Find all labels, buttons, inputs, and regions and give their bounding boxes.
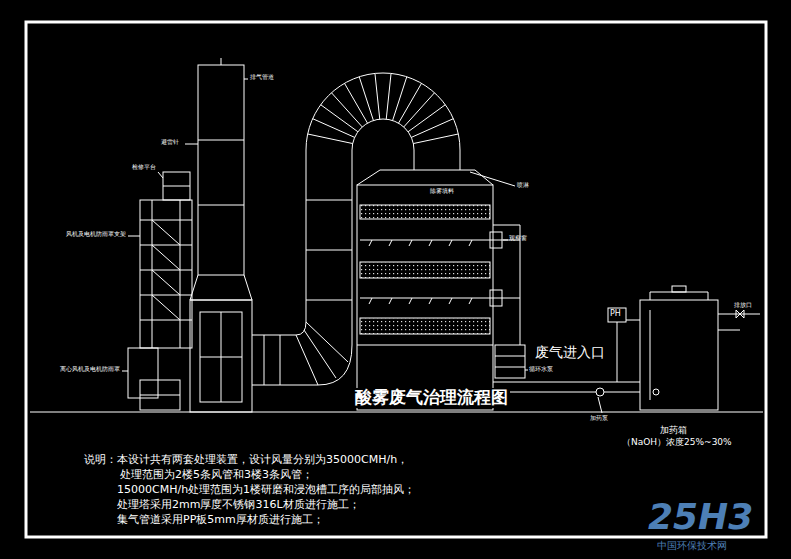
note-line: 15000CMH/h处理范围为1楼研磨和浸泡槽工序的局部抽风； xyxy=(117,484,415,497)
part-label: 离心风机及电机防雨罩 xyxy=(60,366,120,373)
duct-segment xyxy=(393,77,407,121)
part-label: 观察窗 xyxy=(509,235,527,242)
duct-segment xyxy=(359,77,373,121)
part-label: 排气管道 xyxy=(250,74,274,81)
duct-segment xyxy=(331,93,362,127)
watermark: 中国环保技术网 xyxy=(655,540,729,552)
duct-segment xyxy=(404,93,435,127)
part-label: 排放口 xyxy=(734,302,752,309)
diagram-title: 酸雾废气治理流程图 xyxy=(353,388,510,408)
part-label: 喷淋 xyxy=(517,182,529,189)
duct-segment xyxy=(308,134,353,144)
duct-segment xyxy=(411,119,453,138)
tank-note: （NaOH）浓度25%~30% xyxy=(622,437,732,447)
duct-segment xyxy=(386,73,391,119)
watermark: 25H3 xyxy=(648,496,753,537)
part-label: 循环水泵 xyxy=(529,366,553,373)
duct-segment xyxy=(345,83,368,123)
part-label: 风机及电机防雨罩支架 xyxy=(66,231,126,238)
part-label: 加药泵 xyxy=(590,415,608,422)
note-line: 说明：本设计共有两套处理装置，设计风量分别为35000CMH/h， xyxy=(84,454,408,467)
part-label: 除雾填料 xyxy=(430,188,454,195)
duct-segment xyxy=(413,134,458,144)
duct-segment xyxy=(408,105,445,132)
note-line: 集气管道采用PP板5mm厚材质进行施工； xyxy=(117,514,324,527)
duct-segment xyxy=(399,83,422,123)
inlet-label: 废气进入口 xyxy=(533,344,607,360)
part-label: 避雷针 xyxy=(161,139,179,146)
note-line: 处理范围为2楼5条风管和3楼3条风管； xyxy=(120,469,313,482)
part-label: 检修平台 xyxy=(132,164,156,171)
duct-segment xyxy=(313,119,355,138)
instrument-label: PH xyxy=(610,309,621,318)
duct-segment xyxy=(375,73,380,119)
duct-segment xyxy=(321,105,358,132)
note-line: 处理塔采用2mm厚度不锈钢316L材质进行施工； xyxy=(117,499,360,512)
tank-label: 加药箱 xyxy=(660,425,687,435)
